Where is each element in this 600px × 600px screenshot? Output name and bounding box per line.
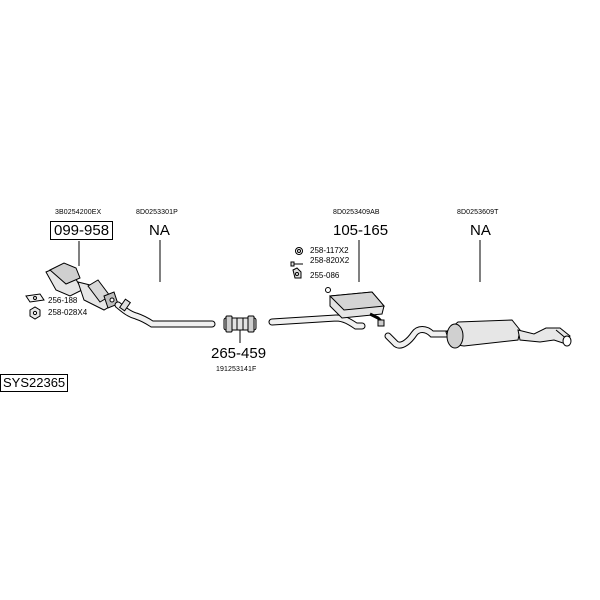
catalyst-part[interactable] [45, 262, 119, 311]
front-pipe-oem-number: 8D0253301P [136, 209, 178, 216]
middle-silencer-ref-number[interactable]: 105-165 [333, 222, 389, 239]
rear-silencer-part[interactable] [384, 319, 572, 349]
front-pipe-ref-number[interactable]: NA [149, 222, 170, 239]
connector-ref-number[interactable]: 265-459 [211, 345, 267, 362]
middle-silencer-oem-number: 8D0253409AB [333, 209, 380, 216]
middle-silencer-part[interactable] [268, 287, 386, 330]
clamp-ring-icon[interactable] [295, 247, 303, 255]
catalyst-oem-number: 3B0254200EX [55, 209, 102, 216]
system-code: SYS22365 [0, 374, 69, 392]
front-pipe-part[interactable] [114, 298, 216, 328]
gasket-ref-number[interactable]: 256-188 [48, 296, 78, 305]
catalyst-ref-number[interactable]: 099-958 [50, 221, 114, 240]
clamp-ring-ref-number[interactable]: 258-117X2 [310, 246, 349, 255]
connector-oem-number: 191253141F [216, 366, 257, 373]
gasket-part[interactable] [25, 293, 45, 303]
nut-ref-number[interactable]: 258-028X4 [48, 308, 88, 317]
rear-silencer-oem-number: 8D0253609T [457, 209, 499, 216]
hanger-ref-number[interactable]: 255-086 [310, 271, 340, 280]
rear-silencer-ref-number[interactable]: NA [470, 222, 491, 239]
bolt-ref-number[interactable]: 258-820X2 [310, 256, 350, 265]
hanger-icon[interactable] [292, 267, 302, 279]
nut-part[interactable] [29, 306, 41, 320]
bolt-icon[interactable] [290, 261, 303, 267]
connector-part[interactable] [223, 315, 257, 333]
